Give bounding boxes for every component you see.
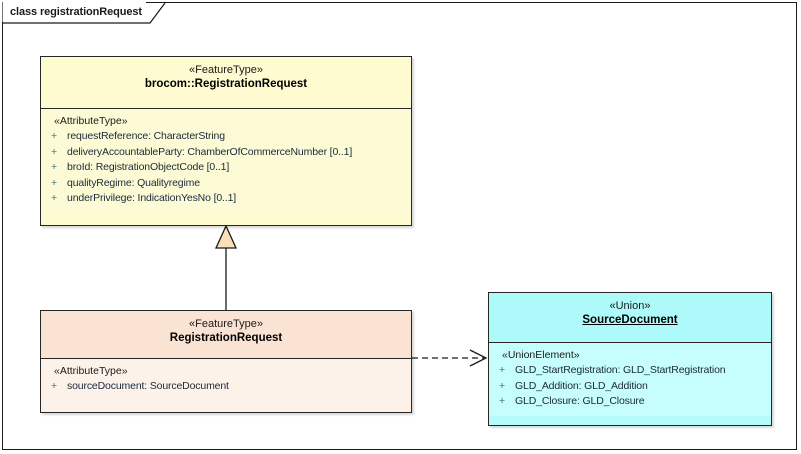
class-header: «Union» SourceDocument	[489, 293, 771, 343]
attribute-text: GLD_Closure: GLD_Closure	[515, 395, 645, 407]
attribute-text: GLD_Addition: GLD_Addition	[515, 379, 648, 392]
attribute-text: sourceDocument: SourceDocument	[67, 380, 229, 392]
class-attributes: «AttributeType» + requestReference: Char…	[41, 109, 411, 213]
attribute-text: deliveryAccountableParty: ChamberOfComme…	[67, 145, 353, 158]
visibility-marker: +	[499, 379, 506, 392]
visibility-marker: +	[51, 161, 58, 173]
diagram-frame-tab: class registrationRequest	[2, 2, 146, 22]
class-box-brocom-registration-request[interactable]: «FeatureType» brocom::RegistrationReques…	[40, 56, 412, 226]
class-box-source-document[interactable]: «Union» SourceDocument «UnionElement» + …	[488, 292, 772, 426]
visibility-marker: +	[51, 145, 58, 158]
attribute-text: qualityRegime: Qualityregime	[67, 176, 200, 189]
visibility-marker: +	[499, 364, 506, 376]
class-stereotype: «FeatureType»	[189, 318, 263, 330]
visibility-marker: +	[51, 192, 58, 204]
class-stereotype: «Union»	[609, 300, 651, 312]
class-name: SourceDocument	[582, 314, 678, 326]
attribute-row[interactable]: + broId: RegistrationObjectCode [0..1]	[45, 160, 407, 176]
attribute-row[interactable]: + deliveryAccountableParty: ChamberOfCom…	[45, 145, 407, 161]
visibility-marker: +	[499, 395, 506, 407]
class-header: «FeatureType» RegistrationRequest	[41, 311, 411, 359]
attribute-group-stereotype: «AttributeType»	[54, 115, 128, 127]
attribute-row[interactable]: + sourceDocument: SourceDocument	[45, 379, 407, 395]
attribute-row[interactable]: + GLD_StartRegistration: GLD_StartRegist…	[493, 363, 767, 379]
attribute-row[interactable]: + GLD_Addition: GLD_Addition	[493, 379, 767, 395]
class-attributes: «UnionElement» + GLD_StartRegistration: …	[489, 343, 771, 416]
class-attributes: «AttributeType» + sourceDocument: Source…	[41, 359, 411, 401]
class-header: «FeatureType» brocom::RegistrationReques…	[41, 57, 411, 109]
attribute-row[interactable]: + GLD_Closure: GLD_Closure	[493, 394, 767, 410]
attribute-text: GLD_StartRegistration: GLD_StartRegistra…	[515, 364, 726, 376]
class-box-registration-request[interactable]: «FeatureType» RegistrationRequest «Attri…	[40, 310, 412, 413]
attribute-text: requestReference: CharacterString	[67, 130, 225, 142]
attribute-group-stereotype: «UnionElement»	[502, 349, 580, 361]
attribute-row[interactable]: + requestReference: CharacterString	[45, 129, 407, 145]
attribute-text: broId: RegistrationObjectCode [0..1]	[67, 161, 230, 173]
visibility-marker: +	[51, 176, 58, 189]
attribute-group-stereotype: «AttributeType»	[54, 365, 128, 377]
visibility-marker: +	[51, 380, 58, 392]
visibility-marker: +	[51, 130, 58, 142]
diagram-title: class registrationRequest	[10, 6, 142, 18]
class-name: RegistrationRequest	[169, 332, 283, 344]
class-name: brocom::RegistrationRequest	[144, 78, 308, 90]
attribute-text: underPrivilege: IndicationYesNo [0..1]	[67, 192, 237, 204]
attribute-row[interactable]: + underPrivilege: IndicationYesNo [0..1]	[45, 191, 407, 207]
class-stereotype: «FeatureType»	[189, 64, 263, 76]
attribute-row[interactable]: + qualityRegime: Qualityregime	[45, 176, 407, 192]
